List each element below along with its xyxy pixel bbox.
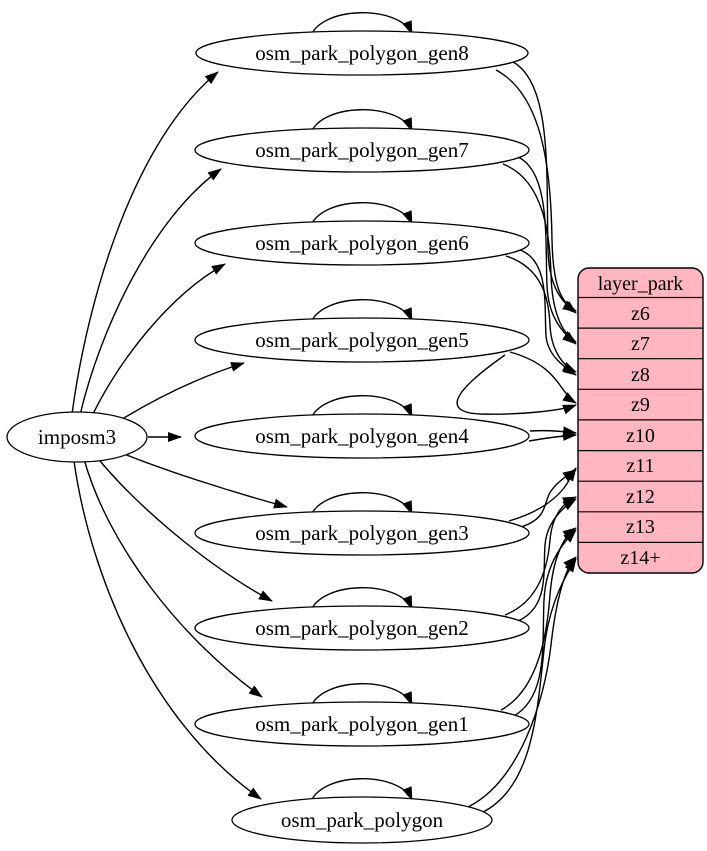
- edge-gen7-z7-a: [502, 163, 577, 343]
- self-loops: [309, 12, 413, 805]
- edge-osm-park-polygon-z14-b: [480, 558, 577, 814]
- gen2-label: osm_park_polygon_gen2: [255, 616, 468, 640]
- edge-gen5-z9-b: [456, 354, 577, 415]
- edge-imposm3-gen5: [110, 362, 245, 427]
- table-node-gen8: osm_park_polygon_gen8: [195, 30, 529, 76]
- gen6-label: osm_park_polygon_gen6: [255, 231, 468, 255]
- edge-gen7-z7-b: [517, 156, 577, 345]
- gen7-ellipse: [194, 127, 530, 173]
- gen6-ellipse: [194, 220, 530, 266]
- gen4-ellipse: [194, 413, 530, 459]
- edge-gen5-z9-a: [509, 351, 577, 404]
- edge-gen8-z6-b: [512, 61, 577, 314]
- layer-park-record: layer_park z6 z7 z8 z9 z10 z11 z12 z13 z…: [577, 267, 704, 574]
- gen4-label: osm_park_polygon_gen4: [255, 424, 469, 448]
- self-loop-gen7: [309, 109, 413, 136]
- layer-park-title: layer_park: [598, 273, 684, 295]
- table-node-gen2: osm_park_polygon_gen2: [194, 605, 530, 651]
- source-node-imposm3: imposm3: [6, 411, 148, 463]
- gen1-ellipse: [194, 701, 530, 747]
- table-node-gen3: osm_park_polygon_gen3: [194, 510, 530, 556]
- edge-gen2-z12-b: [517, 498, 577, 622]
- layer-row-z6: z6: [631, 303, 650, 325]
- layer-row-z7: z7: [631, 333, 650, 355]
- gen5-ellipse: [194, 317, 530, 363]
- edge-imposm3-gen7: [79, 168, 222, 416]
- layer-row-z8: z8: [631, 364, 650, 386]
- table-node-osm-park-polygon: osm_park_polygon: [231, 796, 493, 844]
- edge-osm-park-polygon-z14-a: [467, 556, 577, 808]
- self-loop-gen1: [309, 683, 413, 710]
- gen7-label: osm_park_polygon_gen7: [255, 138, 468, 162]
- self-loop-gen4: [309, 395, 413, 422]
- self-loop-gen5: [309, 299, 413, 326]
- edge-imposm3-osm-park-polygon: [73, 460, 262, 800]
- gen8-ellipse: [195, 30, 529, 76]
- self-loop-gen8: [309, 12, 413, 39]
- layer-row-z10: z10: [626, 425, 655, 447]
- edge-imposm3-gen8: [71, 71, 219, 415]
- edge-gen4-z10-b: [528, 430, 577, 442]
- edge-imposm3-gen1: [83, 458, 263, 698]
- self-loop-gen6: [309, 202, 413, 229]
- edge-imposm3-gen2: [95, 455, 273, 602]
- gen3-label: osm_park_polygon_gen3: [255, 521, 468, 545]
- gen5-label: osm_park_polygon_gen5: [255, 328, 468, 352]
- self-loop-gen3: [309, 492, 413, 519]
- layer-row-z9: z9: [631, 394, 650, 416]
- osm-park-polygon-ellipse: [231, 796, 493, 844]
- self-loop-gen2: [309, 587, 413, 614]
- imposm3-ellipse: [6, 411, 148, 463]
- edges-source-to-tables: [71, 71, 288, 800]
- layer-row-z11: z11: [626, 455, 654, 477]
- edge-gen4-z10-a: [529, 426, 577, 437]
- edge-gen8-z6-a: [495, 69, 577, 312]
- self-loop-osm-park-polygon: [309, 778, 413, 805]
- gen1-label: osm_park_polygon_gen1: [255, 712, 468, 736]
- edge-imposm3-gen6: [90, 263, 226, 419]
- table-node-gen6: osm_park_polygon_gen6: [194, 220, 530, 266]
- table-node-gen7: osm_park_polygon_gen7: [194, 127, 530, 173]
- edge-gen1-z13-b: [513, 529, 577, 717]
- layer-row-z12: z12: [626, 486, 655, 508]
- edge-imposm3-gen3: [111, 448, 288, 509]
- gen2-ellipse: [194, 605, 530, 651]
- edges-tables-to-layer: [456, 61, 577, 814]
- table-node-gen1: osm_park_polygon_gen1: [194, 701, 530, 747]
- edge-gen6-z8-b: [519, 249, 577, 376]
- gen8-label: osm_park_polygon_gen8: [255, 41, 468, 65]
- imposm3-label: imposm3: [38, 425, 116, 449]
- gen3-ellipse: [194, 510, 530, 556]
- layer-row-z13: z13: [626, 516, 655, 538]
- edge-gen3-z11-b: [520, 469, 577, 528]
- table-node-gen5: osm_park_polygon_gen5: [194, 317, 530, 363]
- table-node-gen4: osm_park_polygon_gen4: [194, 413, 530, 459]
- layer-row-z14: z14+: [620, 547, 660, 569]
- edge-gen6-z8-a: [505, 255, 577, 373]
- osm-park-polygon-label: osm_park_polygon: [281, 808, 444, 832]
